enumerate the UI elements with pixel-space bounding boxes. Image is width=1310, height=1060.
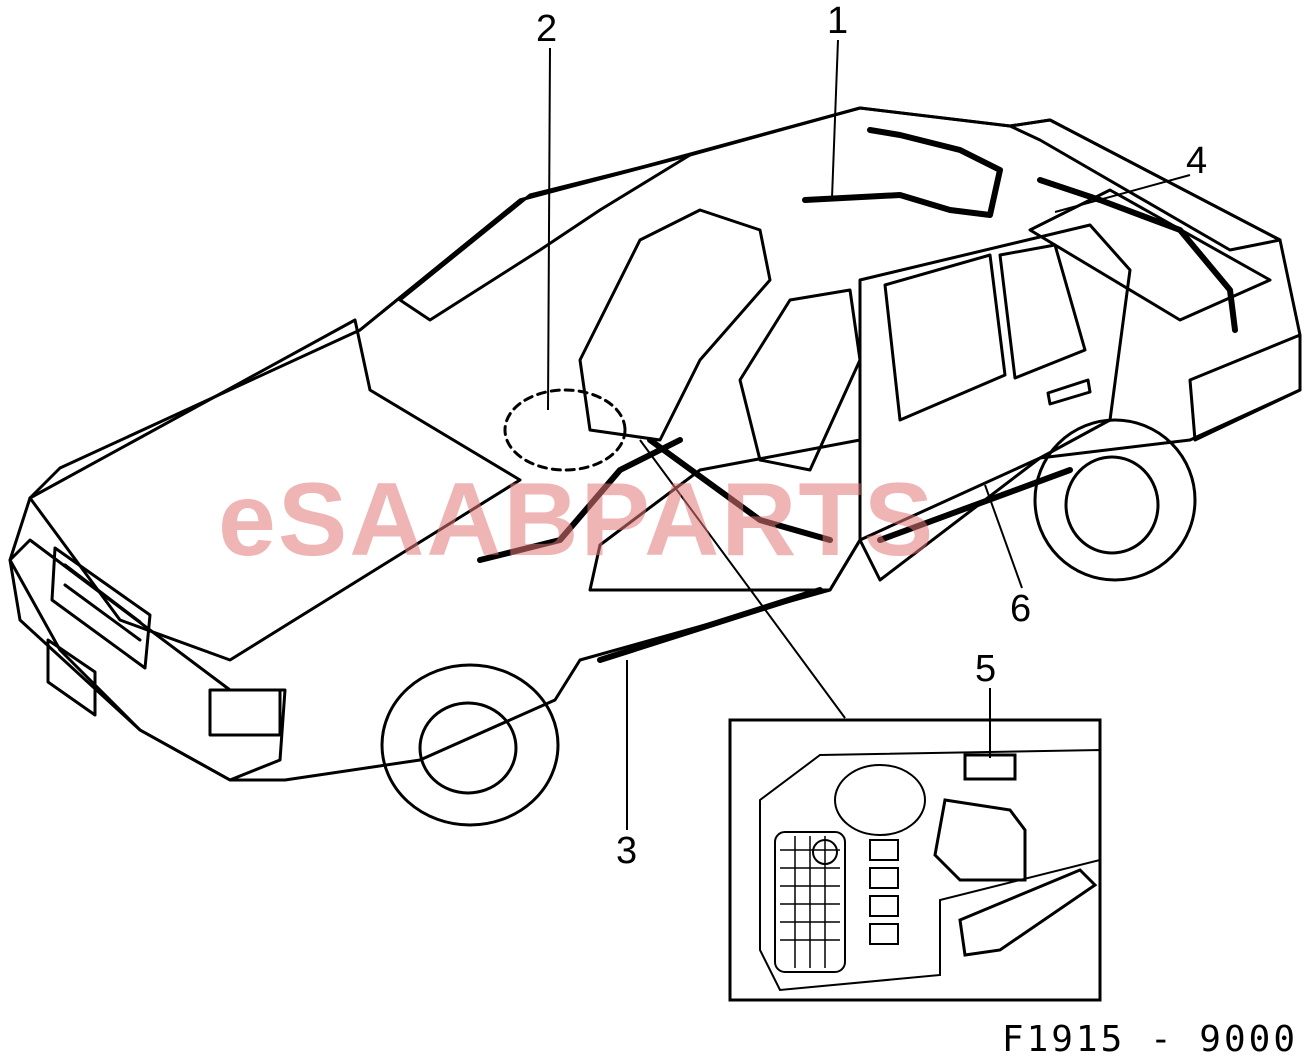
leader-6	[984, 484, 1023, 589]
wiper-stalk	[958, 868, 1098, 957]
watermark-e: e	[218, 462, 278, 578]
connector-5	[963, 753, 1017, 781]
door-handle	[1046, 378, 1092, 406]
sill-harness-rear	[877, 467, 1073, 543]
sill-harness-front	[597, 587, 823, 663]
leader-2	[547, 47, 551, 411]
steering-wheel	[503, 388, 627, 472]
leader-1	[831, 39, 839, 199]
license-plate	[46, 638, 97, 717]
rear-wheel-inner	[1064, 455, 1160, 555]
pillar-harness	[647, 437, 833, 543]
watermark-saab: SAAB	[277, 462, 581, 578]
rear-seat	[738, 288, 862, 472]
rear-window-right	[998, 243, 1087, 380]
front-wheel-outer	[380, 663, 560, 827]
front-grille	[50, 546, 152, 670]
inset-frame	[728, 718, 1102, 1002]
rear-door	[858, 223, 1132, 582]
esaabparts-watermark: eSAABPARTS	[218, 468, 935, 572]
callout-1: 1	[827, 0, 849, 42]
watermark-parts: PARTS	[580, 462, 936, 578]
ignition-lock	[933, 798, 1027, 882]
roof-harness	[802, 127, 1003, 218]
leader-4	[1054, 174, 1191, 213]
taillight	[1188, 333, 1302, 442]
front-seat	[578, 208, 772, 442]
headlight	[208, 688, 282, 737]
ignition-switch-opening	[834, 764, 926, 836]
callout-4: 4	[1186, 140, 1208, 182]
callout-2: 2	[536, 8, 558, 50]
hood	[28, 318, 522, 662]
inset-vent	[774, 831, 846, 973]
leader-inset	[639, 439, 846, 719]
callout-5: 5	[975, 648, 997, 690]
inset-detail	[728, 718, 1102, 1002]
windshield	[398, 153, 692, 322]
front-bumper	[8, 538, 287, 782]
inset-panel	[759, 748, 1101, 992]
callout-3: 3	[616, 830, 638, 872]
rear-harness	[1037, 177, 1238, 333]
figure-code: F1915 - 9000	[1001, 1019, 1298, 1060]
rear-spoiler	[1008, 118, 1282, 252]
front-wheel-inner	[418, 701, 518, 795]
rear-wheel-outer	[1033, 418, 1197, 582]
callout-6: 6	[1010, 588, 1032, 630]
rear-window-left	[883, 253, 1007, 422]
